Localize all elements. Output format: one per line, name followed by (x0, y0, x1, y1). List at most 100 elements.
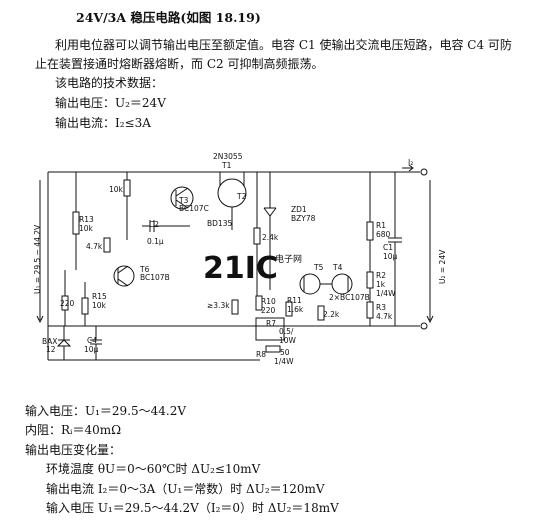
r2k2-label: 2.2k (323, 310, 340, 319)
r1-value-label: 680 (376, 230, 391, 239)
resistor-3k3 (231, 299, 239, 315)
r2-value-label: 1k (376, 280, 386, 289)
capacitor-c4 (90, 326, 102, 360)
watermark-text: 21IC (203, 251, 278, 286)
zener-bax (56, 339, 72, 347)
resistor-4k7 (103, 237, 111, 253)
t2-label: T2 (236, 192, 247, 201)
r3-label: R3 (376, 303, 386, 312)
r8-value-label: 50 (280, 348, 290, 357)
zd1-label: ZD1 (291, 205, 307, 214)
r10-value-label: 220 (261, 306, 276, 315)
r8-label: R8 (256, 350, 266, 359)
output-voltage-arrow (426, 180, 434, 324)
resistor-10k (123, 179, 131, 197)
t1-t2-leads (219, 172, 245, 230)
r15-value-label: 10k (92, 301, 107, 310)
resistor-r2 (366, 271, 374, 289)
t3-model-label: BC107C (179, 204, 209, 213)
c1-label: C1 (383, 243, 393, 252)
resistor-r10 (255, 295, 263, 311)
t5-label: T5 (313, 263, 324, 272)
t3-label: T3 (178, 196, 189, 205)
paragraph-line-1: 利用电位器可以调节输出电压至额定值。电容 C1 使输出交流电压短路，电容 C4 … (55, 38, 512, 52)
resistor-r8 (265, 345, 281, 353)
transistor-t6 (113, 265, 135, 287)
transistor-t3 (170, 186, 194, 210)
t3-symbol (175, 187, 189, 209)
input-voltage-arrow (36, 180, 44, 324)
r13-value-label: 10k (79, 224, 94, 233)
resistor-r11 (285, 301, 293, 317)
variation-temperature: 环境温度 θU＝0～60℃时 ΔU₂≤10mV (46, 462, 261, 476)
t4-label: T4 (332, 263, 343, 272)
c2-value-label: 0.1μ (147, 237, 164, 246)
page-title: 24V/3A 稳压电路(如图 18.19) (76, 10, 261, 25)
r11-label: R11 (287, 296, 302, 305)
t6-symbol (117, 265, 129, 287)
r2-label: R2 (376, 271, 386, 280)
transistor-t4 (331, 273, 353, 295)
r3-value-label: 4.7k (376, 312, 393, 321)
resistor-2k2 (317, 305, 325, 321)
spec-heading: 该电路的技术数据： (55, 76, 164, 90)
spec-input-voltage: 输入电压：U₁＝29.5～44.2V (25, 404, 187, 418)
r13-label: R13 (79, 215, 94, 224)
t1-model-label: 2N3055 (213, 152, 243, 161)
zd1-model-label: BZY78 (291, 214, 316, 223)
c1-value-label: 10μ (383, 252, 398, 261)
bd135-label: BD135 (207, 219, 232, 228)
r10-label: R10 (261, 297, 276, 306)
variation-input: 输入电压 U₁＝29.5～44.2V（I₂＝0）时 ΔU₂＝18mV (46, 501, 339, 515)
input-voltage-label: U₁ = 29.5 ~ 44.2V (33, 224, 42, 294)
transistor-t5 (299, 273, 321, 295)
spec-output-current: 输出电流：I₂≤3A (55, 116, 151, 130)
resistor-r3 (366, 301, 374, 319)
r3k3-label: ≥3.3k (207, 301, 230, 310)
output-terminal-top (420, 168, 428, 176)
bax-value-label: 12 (46, 345, 56, 354)
output-terminal-bottom (420, 322, 428, 330)
variation-current: 输出电流 I₂＝0～3A（U₁＝常数）时 ΔU₂＝120mV (46, 482, 325, 496)
c4-label: C4 (87, 336, 97, 345)
capacitor-c2 (142, 220, 190, 232)
variation-heading: 输出电压变化量： (25, 443, 122, 457)
resistor-r15 (81, 297, 89, 315)
watermark-logo: 21IC 电子网 (203, 251, 302, 286)
zener-zd1 (263, 172, 277, 290)
lower-left-leads (64, 270, 86, 326)
r10k-label: 10k (109, 185, 124, 194)
output-current-arrow (402, 164, 414, 172)
t1-label: T1 (221, 161, 232, 170)
r220-label: 220 (60, 299, 75, 308)
output-current-label: I₂ (408, 158, 413, 167)
resistor-2k4 (253, 227, 261, 245)
bottom-left-wiring (48, 326, 260, 361)
c4-value-label: 10μ (84, 345, 99, 354)
r7-power-label: 10W (279, 336, 297, 345)
r4k7-label: 4.7k (86, 242, 103, 251)
r2k4-label: 2.4k (262, 233, 279, 242)
resistor-r7 (255, 317, 285, 341)
bax-label: BAX (42, 337, 57, 346)
r7-value-label: 0.5/ (279, 327, 294, 336)
spec-internal-resistance: 内阻：Rᵢ＝40mΩ (25, 423, 122, 437)
paragraph-line-2: 止在装置接通时熔断器熔断，而 C2 可抑制高频振荡。 (35, 57, 324, 71)
t4-t5-symbol (303, 276, 349, 292)
capacitor-c1 (388, 172, 402, 326)
r2-power-label: 1/4W (376, 289, 396, 298)
r7-label: R7 (266, 319, 276, 328)
r1-label: R1 (376, 221, 386, 230)
t6-label: T6 (139, 265, 150, 274)
t6-model-label: BC107B (140, 273, 170, 282)
r15-label: R15 (92, 292, 107, 301)
r11-value-label: 1.6k (287, 305, 304, 314)
watermark-subtext: 电子网 (275, 253, 302, 265)
resistor-r1 (366, 221, 374, 241)
c2-label: C2 (149, 220, 159, 229)
t4-t5-model-label: 2×BC107B (329, 293, 370, 302)
output-voltage-label: U₂ = 24V (438, 249, 447, 284)
spec-output-voltage: 输出电压：U₂＝24V (55, 96, 166, 110)
r8-power-label: 1/4W (274, 357, 294, 366)
